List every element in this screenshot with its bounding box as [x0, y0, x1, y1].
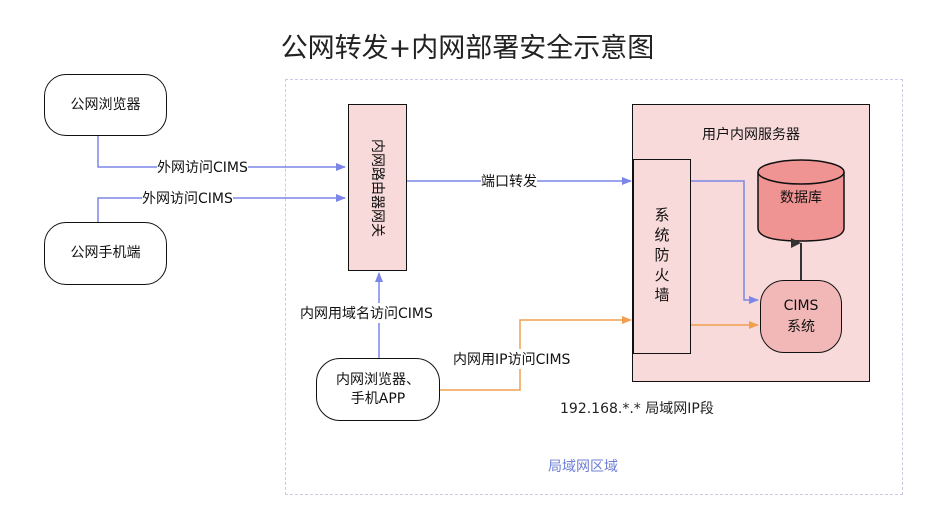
edge-label-port-forward: 端口转发	[481, 171, 537, 191]
lan-zone-label: 局域网区域	[548, 459, 618, 475]
ip-segment-note: 192.168.*.* 局域网IP段	[560, 401, 714, 417]
lan-client-label-line1: 内网浏览器、	[336, 371, 420, 388]
edge-firewall-to-cims-blue	[691, 180, 759, 304]
database-node	[757, 159, 845, 242]
router-gateway-node: 内网路由器网关	[348, 104, 407, 271]
edge-mobile-to-router	[97, 194, 346, 222]
edge-browser-to-router	[97, 136, 346, 171]
lan-client-node: 内网浏览器、 手机APP	[316, 358, 440, 421]
cims-node: CIMS 系统	[760, 280, 842, 353]
public-mobile-node: 公网手机端	[44, 222, 167, 285]
edge-label-mobile: 外网访问CIMS	[142, 188, 233, 208]
edge-label-browser: 外网访问CIMS	[157, 157, 248, 177]
firewall-label: 系统防火墙	[652, 206, 671, 307]
diagram-title: 公网转发+内网部署安全示意图	[280, 33, 655, 64]
lan-zone	[285, 79, 903, 495]
edge-label-lan-domain: 内网用域名访问CIMS	[300, 303, 433, 323]
firewall-node: 系统防火墙	[633, 159, 691, 354]
public-browser-node: 公网浏览器	[44, 74, 167, 136]
server-box-label: 用户内网服务器	[702, 127, 800, 143]
public-mobile-label: 公网手机端	[70, 245, 141, 262]
lan-client-label-line2: 手机APP	[350, 390, 406, 407]
cims-label-line2: 系统	[787, 318, 815, 335]
edge-label-lan-ip: 内网用IP访问CIMS	[453, 349, 571, 369]
public-browser-label: 公网浏览器	[70, 96, 141, 113]
cims-label-line1: CIMS	[783, 298, 819, 315]
database-label: 数据库	[780, 190, 822, 206]
